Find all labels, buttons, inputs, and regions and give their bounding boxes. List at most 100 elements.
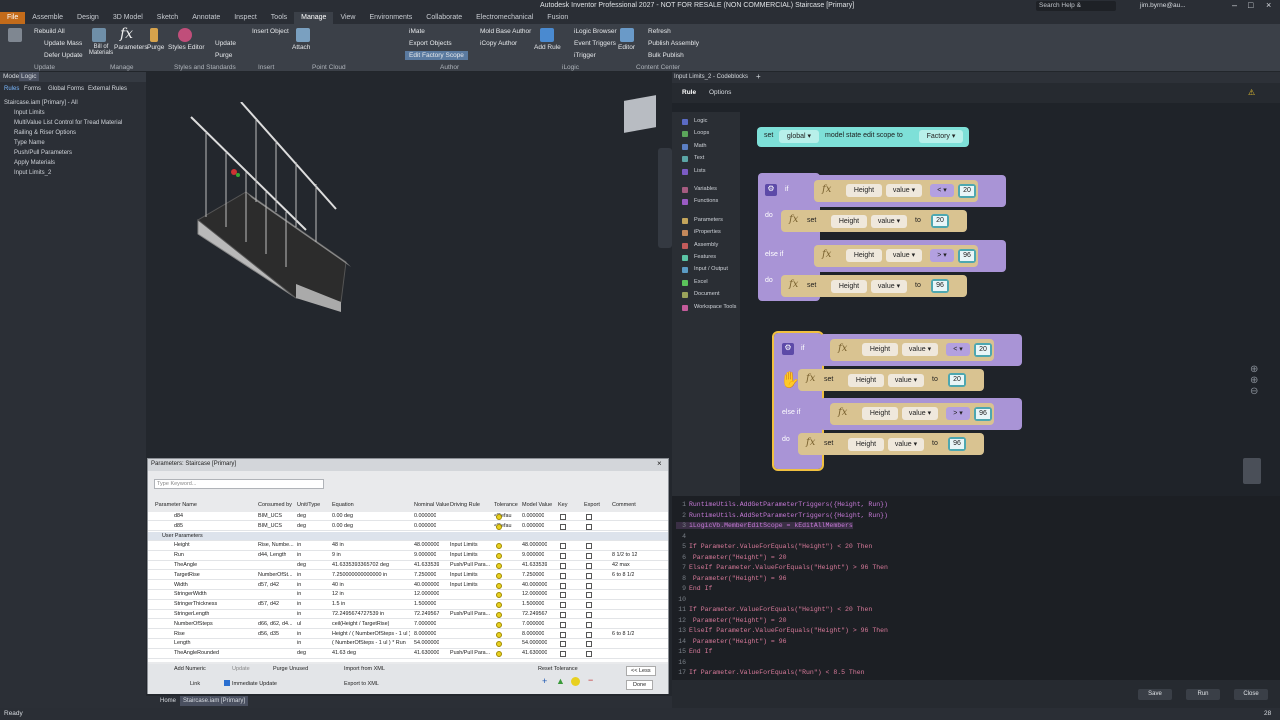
toolbox-category[interactable]: Parameters	[694, 216, 723, 223]
table-cell[interactable]: 0.00 deg	[332, 513, 353, 519]
tab-3d-model[interactable]: 3D Model	[112, 14, 143, 21]
tab-design[interactable]: Design	[77, 14, 99, 21]
tolerance-icon[interactable]	[496, 592, 502, 599]
number-block[interactable]: 20	[931, 214, 949, 228]
done-button[interactable]: Done	[626, 680, 654, 690]
column-header[interactable]: Tolerance	[494, 502, 518, 508]
add-tab-icon[interactable]: +	[756, 72, 761, 81]
export-xml-button[interactable]: Export to XML	[344, 681, 379, 687]
subtab-external-rules[interactable]: External Rules	[88, 86, 128, 92]
table-row[interactable]: User Parameters	[148, 531, 668, 541]
icopy-author-button[interactable]: iCopy Author	[480, 40, 518, 47]
table-cell[interactable]: 12 in	[332, 591, 344, 598]
rule-item[interactable]: Railing & Riser Options	[14, 130, 77, 136]
table-cell[interactable]: 1.5 in	[332, 601, 346, 608]
tab-view[interactable]: View	[340, 14, 356, 21]
defer-update-button[interactable]: Defer Update	[44, 52, 83, 59]
tab-collaborate[interactable]: Collaborate	[426, 14, 463, 21]
parameter-name[interactable]: Height	[848, 438, 884, 451]
subtab-options[interactable]: Options	[709, 89, 732, 96]
tolerance-icon[interactable]	[496, 621, 502, 628]
rebuild-all-button[interactable]: Rebuild All	[34, 28, 65, 35]
subtab-rules[interactable]: Rules	[4, 86, 20, 92]
gear-icon[interactable]: ⚙	[765, 184, 777, 196]
tolerance-icon[interactable]	[496, 612, 502, 618]
rule-item[interactable]: Type Name	[14, 140, 45, 146]
tab-sketch[interactable]: Sketch	[156, 14, 179, 21]
toolbox-category[interactable]: iProperties	[694, 229, 721, 236]
styles-editor-icon[interactable]	[178, 28, 192, 42]
parameter-name[interactable]: Height	[862, 407, 898, 420]
update-icon[interactable]	[8, 28, 22, 42]
dialog-close-icon[interactable]: ×	[657, 459, 662, 468]
editor-button[interactable]: Editor	[618, 44, 635, 51]
table-cell[interactable]: 40 in	[332, 581, 344, 588]
toolbox-category[interactable]: Loops	[694, 130, 710, 137]
toolbox-category[interactable]: Assembly	[694, 241, 719, 248]
column-header[interactable]: Consumed by	[258, 502, 292, 508]
add-numeric-button[interactable]: Add Numeric	[174, 666, 206, 672]
number-block[interactable]: 20	[974, 343, 992, 357]
tab-logic[interactable]: Logic	[19, 72, 39, 81]
number-value[interactable]: 20	[933, 216, 947, 226]
toolbox-category[interactable]: Math	[694, 142, 707, 149]
subtab-rule[interactable]: Rule	[682, 89, 697, 96]
column-header[interactable]: Model Value	[522, 502, 553, 508]
operator-dropdown[interactable]: < ▾	[946, 343, 970, 356]
zoom-controls[interactable]: ⊕⊕⊖	[1250, 364, 1259, 397]
maximize-icon[interactable]: □	[1248, 0, 1254, 10]
tolerance-icon[interactable]	[496, 582, 502, 589]
styles-purge-button[interactable]: Purge	[215, 52, 233, 59]
value-dropdown[interactable]: value ▾	[871, 215, 907, 228]
median-tolerance-icon[interactable]: ▲	[556, 676, 565, 686]
editor-icon[interactable]	[620, 28, 634, 42]
table-cell[interactable]: 72.2495674727539 in	[332, 611, 385, 617]
column-header[interactable]: Parameter Name	[155, 502, 197, 508]
tolerance-icon[interactable]	[496, 651, 502, 658]
factory-dropdown[interactable]: Factory ▾	[919, 130, 963, 143]
user-account[interactable]: jim.byrne@au...	[1140, 2, 1186, 9]
table-cell[interactable]: 41.63 deg	[332, 650, 356, 657]
column-header[interactable]: Unit/Type	[297, 502, 321, 508]
value-dropdown[interactable]: value ▾	[902, 343, 938, 356]
value-dropdown[interactable]: value ▾	[871, 280, 907, 293]
tab-annotate[interactable]: Annotate	[192, 14, 221, 21]
operator-dropdown[interactable]: > ▾	[946, 407, 970, 420]
value-dropdown[interactable]: value ▾	[888, 438, 924, 451]
toolbox-category[interactable]: Functions	[694, 198, 719, 205]
table-cell[interactable]: Height / ( NumberOfSteps - 1 ul )	[332, 630, 410, 637]
rules-root[interactable]: Staircase.iam [Primary] - All	[4, 100, 78, 106]
column-header[interactable]: Key	[558, 502, 568, 508]
rule-item[interactable]: Apply Materials	[14, 160, 56, 166]
link-button[interactable]: Link	[190, 681, 201, 687]
styles-editor-button[interactable]: Styles Editor	[168, 44, 205, 51]
tab-manage[interactable]: Manage	[294, 12, 334, 24]
tab-file[interactable]: File	[0, 12, 26, 24]
save-button[interactable]: Save	[1138, 689, 1172, 700]
number-value[interactable]: 96	[950, 439, 964, 449]
update-mass-button[interactable]: Update Mass	[44, 40, 83, 47]
doc-tab-staircase[interactable]: Staircase.iam [Primary]	[180, 696, 249, 706]
number-block[interactable]: 96	[958, 249, 976, 263]
parameter-name[interactable]: Height	[848, 374, 884, 387]
search-input[interactable]: Search Help & Commands...	[1036, 1, 1116, 19]
toolbox-category[interactable]: Workspace Tools	[694, 303, 737, 310]
viewcube-icon[interactable]	[624, 95, 656, 133]
rule-item[interactable]: Push/Pull Parameters	[14, 150, 73, 156]
tolerance-icon[interactable]	[496, 553, 502, 560]
number-value[interactable]: 20	[950, 375, 964, 385]
parameter-name[interactable]: Height	[831, 215, 867, 228]
upper-tolerance-icon[interactable]: +	[542, 676, 548, 686]
number-value[interactable]: 20	[976, 345, 990, 355]
tolerance-icon[interactable]	[496, 543, 502, 550]
warning-icon[interactable]: ⚠	[1248, 88, 1256, 97]
tolerance-icon[interactable]	[496, 514, 502, 520]
purge-unused-button[interactable]: Purge Unused	[273, 666, 309, 672]
value-dropdown[interactable]: value ▾	[886, 249, 922, 262]
